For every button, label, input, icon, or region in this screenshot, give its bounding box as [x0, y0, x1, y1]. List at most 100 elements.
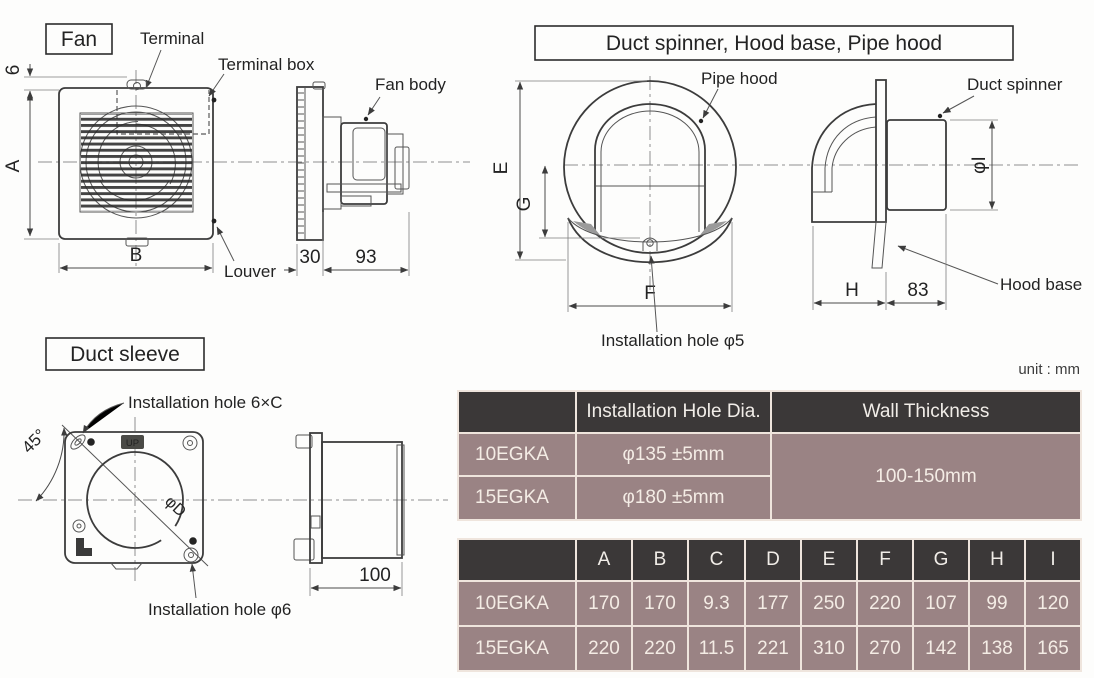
- sleeve-side-view: 100: [293, 432, 405, 596]
- hood-base-leader-line: [897, 245, 999, 285]
- installation-hole-5-leader: [648, 255, 658, 333]
- hood-title-box: Duct spinner, Hood base, Pipe hood: [534, 25, 1014, 61]
- dim-col-F: F: [856, 538, 914, 582]
- dim-col-H: H: [968, 538, 1026, 582]
- dim-corner-cell: [457, 538, 577, 582]
- hood-dimensions-front: E G F Installation hole φ5: [491, 80, 744, 350]
- value-cell: 138: [968, 625, 1026, 672]
- value-cell: 120: [1024, 580, 1082, 627]
- value-cell: 165: [1024, 625, 1082, 672]
- duct-sleeve-diagram: Duct sleeve Installation hole 6×C 45° φD: [18, 337, 448, 619]
- pipe-hood-side-outline: [811, 103, 877, 223]
- hood-base-label: Hood base: [1000, 275, 1082, 294]
- fan-title-box: Fan: [45, 23, 113, 55]
- fan-dimensions: 6 A B Louver: [3, 64, 276, 281]
- model-cell: 15EGKA: [457, 475, 577, 521]
- terminal-box-label: Terminal box: [218, 55, 315, 74]
- dim-col-B: B: [631, 538, 689, 582]
- value-cell: 99: [968, 580, 1026, 627]
- hole-marker-dot: [189, 537, 197, 545]
- installation-hole-phi6-leader: [189, 563, 197, 599]
- value-cell: 107: [912, 580, 970, 627]
- unit-note: unit : mm: [1018, 361, 1080, 378]
- value-cell: 221: [744, 625, 802, 672]
- angle-45-label: 45°: [18, 425, 50, 457]
- sleeve-title-box: Duct sleeve: [45, 337, 205, 371]
- dim-30: 30: [299, 247, 320, 268]
- fan-title: Fan: [61, 28, 97, 51]
- dim-col-E: E: [800, 538, 858, 582]
- installation-clip: [642, 237, 658, 251]
- installation-hole-6xc-leader: [82, 402, 125, 434]
- dim-6: 6: [3, 65, 24, 76]
- bottom-notch: [110, 562, 143, 570]
- louver-slat-ticks: [298, 92, 304, 234]
- terminal-leader-line: [145, 49, 162, 89]
- hood-title: Duct spinner, Hood base, Pipe hood: [606, 32, 942, 55]
- value-cell: 220: [575, 625, 633, 672]
- value-cell: 310: [800, 625, 858, 672]
- fan-body-marker-dot: [363, 116, 369, 122]
- model-cell: 10EGKA: [457, 580, 577, 627]
- dim-col-A: A: [575, 538, 633, 582]
- hood-base-lower: [871, 221, 887, 269]
- fan-louver-grille: [79, 112, 194, 213]
- dim-100: 100: [359, 565, 391, 586]
- pipe-hood-arch: [594, 103, 706, 232]
- value-cell: 11.5: [687, 625, 746, 672]
- dim-phi-I: φI: [969, 156, 990, 174]
- louver-label: Louver: [224, 262, 276, 281]
- value-cell: 177: [744, 580, 802, 627]
- hood-base-plate: [875, 79, 887, 223]
- value-cell: 170: [575, 580, 633, 627]
- fan-front-view: [38, 70, 470, 268]
- hole-dia-cell: φ135 ±5mm: [575, 432, 772, 477]
- wall-thickness-cell: 100-150mm: [770, 432, 1082, 521]
- fan-diagram: Fan Terminal Terminal box Fan body: [3, 23, 470, 281]
- value-cell: 142: [912, 625, 970, 672]
- model-cell: 15EGKA: [457, 625, 577, 672]
- installation-hole-5-label: Installation hole φ5: [601, 331, 744, 350]
- dim-H: H: [845, 280, 859, 301]
- dim-col-I: I: [1024, 538, 1082, 582]
- dim-F: F: [644, 283, 656, 304]
- value-cell: 170: [631, 580, 689, 627]
- dim-col-G: G: [912, 538, 970, 582]
- dimension-table: A B C D E F G H I 10EGKA 170 170 9.3 177…: [457, 538, 1082, 672]
- dim-G: G: [514, 197, 535, 212]
- pipe-hood-leader-line: [702, 88, 719, 119]
- hood-side-view: φI Hood base H 83: [811, 79, 1082, 310]
- spec-row-15egka: 15EGKA φ180 ±5mm: [457, 475, 1081, 521]
- up-marking: UP: [121, 435, 144, 449]
- fan-body-side: [322, 116, 410, 210]
- terminal-label: Terminal: [140, 29, 204, 48]
- value-cell: 220: [856, 580, 914, 627]
- pipe-hood-marker-dot: [698, 118, 704, 124]
- installation-slot-top-left: [70, 434, 86, 450]
- screw-hole-bottom-left: [72, 519, 92, 556]
- hood-front-view: [563, 76, 1078, 292]
- dim-A: A: [3, 159, 24, 172]
- terminal-box-leader-line: [208, 73, 225, 97]
- installation-spec-table: Installation Hole Dia. Wall Thickness 10…: [457, 390, 1082, 521]
- duct-spinner-cylinder: [886, 119, 947, 211]
- duct-spinner-label: Duct spinner: [967, 75, 1063, 94]
- dim-row-15egka: 15EGKA 220 220 11.5 221 310 270 142 138 …: [457, 625, 1082, 672]
- dim-B: B: [130, 245, 143, 266]
- screw-hole-top-right: [182, 435, 198, 451]
- corner-marker-dot: [211, 218, 217, 224]
- hole-dia-cell: φ180 ±5mm: [575, 475, 772, 521]
- up-marking-text: UP: [126, 438, 139, 449]
- corner-marker-dot: [211, 97, 217, 103]
- bolt-circle-diagonal: [61, 424, 209, 567]
- hole-marker-dot: [87, 438, 95, 446]
- installation-hole-phi6-label: Installation hole φ6: [148, 600, 291, 619]
- dim-E: E: [491, 162, 512, 175]
- duct-spinner-leader-line: [942, 95, 975, 114]
- pipe-hood-label: Pipe hood: [701, 69, 778, 88]
- value-cell: 9.3: [687, 580, 746, 627]
- model-cell: 10EGKA: [457, 432, 577, 477]
- sleeve-title: Duct sleeve: [70, 343, 180, 366]
- dim-header-row: A B C D E F G H I: [457, 538, 1082, 582]
